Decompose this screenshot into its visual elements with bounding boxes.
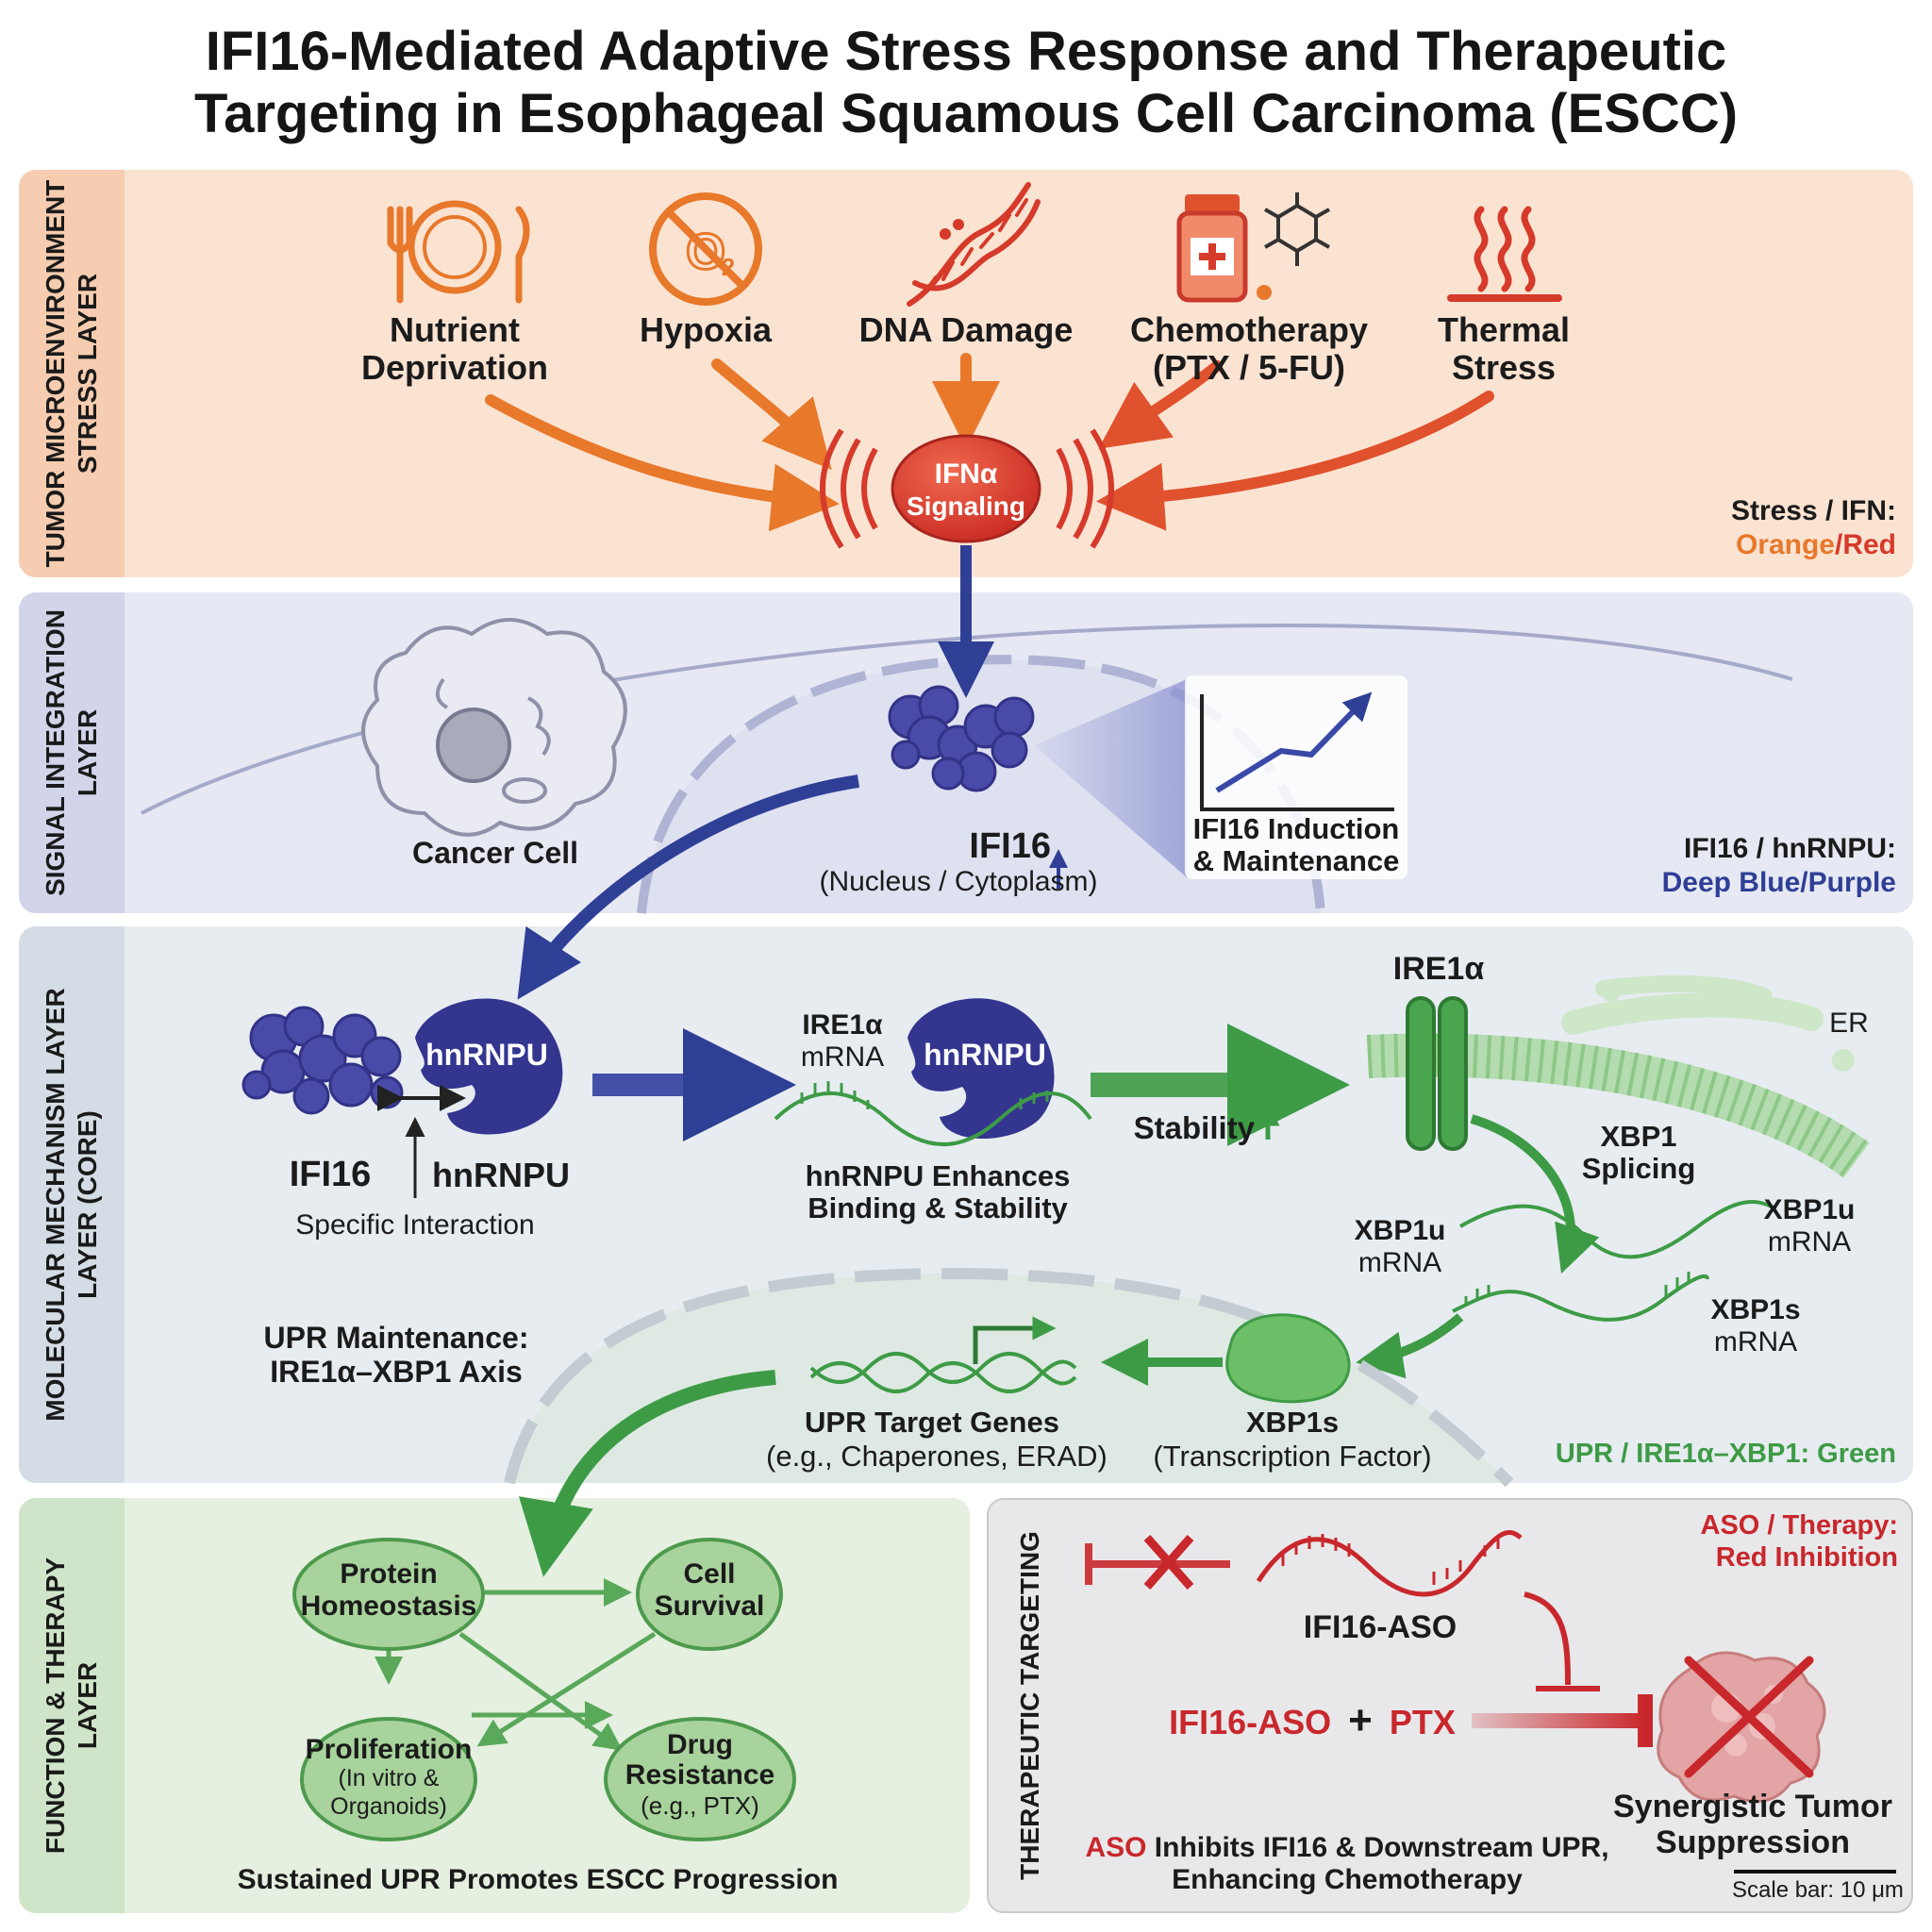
ire1a-receptor-label: IRE1α	[1392, 951, 1485, 987]
hnrnpu-bubble2-label: hnRNPU	[924, 1038, 1046, 1072]
fork-plate-knife-icon	[387, 200, 530, 304]
xbp1u-left-label: XBP1u mRNA	[1354, 1215, 1446, 1278]
stability-label: Stability	[1133, 1110, 1255, 1145]
upr-maintenance-label: UPR Maintenance: IRE1α–XBP1 Axis	[263, 1321, 529, 1389]
xbp1u-mrna-strand	[1459, 1200, 1774, 1259]
page-title: IFI16-Mediated Adaptive Stress Response …	[0, 21, 1932, 145]
xbp1s-tf-label: XBP1s (Transcription Factor)	[1153, 1406, 1432, 1473]
genes-to-function-arrow	[518, 1370, 776, 1577]
synergistic-label: Synergistic Tumor Suppression	[1613, 1789, 1892, 1860]
hypoxia-label: Hypoxia	[639, 310, 773, 349]
upr-target-gene-icon	[809, 1316, 1077, 1393]
mechanism-layer-side: MOLECULAR MECHANISM LAYER LAYER (CORE)	[19, 926, 125, 1483]
ifi16-to-complex-arrow	[517, 774, 860, 1000]
er-label: ER	[1829, 1008, 1869, 1039]
therapy-note: ASO Inhibits IFI16 & Downstream UPR, Enh…	[1085, 1832, 1609, 1895]
protein-homeostasis-label: Protein Homeostasis	[300, 1558, 477, 1622]
thermal-label: Thermal Stress	[1437, 310, 1571, 387]
nutrient-to-ifn-arrow	[485, 394, 840, 532]
induction-inset-label: IFI16 Induction & Maintenance	[1192, 812, 1400, 877]
cancer-cell-icon	[361, 618, 627, 837]
stress-legend: Stress / IFN: Orange/Red	[1730, 495, 1896, 560]
dna-damage-label: DNA Damage	[858, 310, 1074, 349]
ifi16-protein-icon-2	[242, 1006, 404, 1115]
upr-legend: UPR / IRE1α–XBP1: Green	[1555, 1439, 1896, 1469]
ire1a-mrna-label: IRE1α mRNA	[800, 1009, 885, 1073]
function-layer-panel: FUNCTION & THERAPY LAYER	[19, 1498, 970, 1913]
hnrnpu-bubble-label: hnRNPU	[425, 1038, 548, 1072]
inset-beam	[1034, 679, 1187, 877]
ifi16-location-label: (Nucleus / Cytoplasm)	[819, 866, 1098, 897]
xbp1s-mrna-label: XBP1s mRNA	[1710, 1294, 1801, 1357]
upr-target-genes-label: UPR Target Genes (e.g., Chaperones, ERAD…	[766, 1406, 1108, 1473]
mrna-to-xbp1s-arrow	[1356, 1313, 1464, 1379]
stress-arrows	[485, 353, 1494, 532]
induction-inset	[1185, 675, 1407, 879]
ifi16-mechanism-label: IFI16	[289, 1155, 372, 1194]
xbp1-splicing-label: XBP1 Splicing	[1581, 1120, 1696, 1185]
suppression-x-icon	[1684, 1656, 1814, 1778]
cancer-cell-label: Cancer Cell	[411, 836, 579, 870]
hnrnpu-mechanism-label: hnRNPU	[432, 1156, 570, 1194]
svg-text:O: O	[686, 224, 725, 280]
combo-label: IFI16-ASO + PTX	[1169, 1697, 1456, 1743]
ifi16-aso-label: IFI16-ASO	[1303, 1609, 1457, 1645]
hypoxia-to-ifn-arrow	[711, 358, 832, 471]
title-line1: IFI16-Mediated Adaptive Stress Response …	[205, 21, 1727, 82]
ire1a-receptor-icon	[1406, 996, 1468, 1151]
splicing-arrow	[1470, 1114, 1600, 1274]
xbp1u-right-label: XBP1u mRNA	[1763, 1194, 1856, 1257]
ire1a-mrna-strand	[774, 1081, 1092, 1146]
title-line2: Targeting in Esophageal Squamous Cell Ca…	[193, 83, 1739, 144]
ifi16-protein-icon	[888, 685, 1035, 792]
aso-to-combo-inhibition	[1524, 1591, 1600, 1691]
thermal-to-ifn-arrow	[1096, 391, 1494, 531]
proliferation-label: Proliferation (In vitro & Organoids)	[305, 1734, 473, 1821]
xbp1s-tf-blob	[1225, 1313, 1351, 1404]
integration-layer-side: SIGNAL INTEGRATION LAYER	[19, 592, 125, 913]
heat-waves-icon	[1447, 206, 1562, 302]
chemo-to-ifn-arrow	[1098, 360, 1223, 449]
ifn-hub	[891, 434, 1041, 543]
stress-layer-side: TUMOR MICROENVIRONMENT STRESS LAYER	[19, 170, 125, 577]
drug-bottle-icon	[1176, 192, 1330, 303]
xbp1s-mrna-strand	[1452, 1272, 1709, 1322]
ifn-hub-label: IFNα Signaling	[907, 458, 1025, 521]
proliferation-node	[300, 1717, 477, 1841]
nutrient-label: Nutrient Deprivation	[360, 310, 549, 387]
svg-text:2: 2	[722, 253, 735, 281]
function-layer-side: FUNCTION & THERAPY LAYER	[19, 1498, 125, 1913]
hnrnpu-blob-1	[415, 998, 563, 1135]
ifi16-label: IFI16	[969, 826, 1051, 866]
dna-icon	[907, 182, 1041, 307]
enhances-label: hnRNPU Enhances Binding & Stability	[805, 1159, 1071, 1224]
therapy-legend: ASO / Therapy: Red Inhibition	[1700, 1510, 1899, 1573]
no-oxygen-icon: O 2	[649, 192, 762, 306]
cell-membrane-arc	[141, 624, 1793, 815]
specific-interaction-label: Specific Interaction	[295, 1209, 535, 1241]
integration-legend: IFI16 / hnRNPU: Deep Blue/Purple	[1661, 833, 1896, 898]
ifi16-aso-strand	[1256, 1529, 1523, 1597]
therapy-side: THERAPEUTIC TARGETING	[989, 1500, 1055, 1911]
cell-survival-node	[636, 1538, 783, 1651]
ifn-signal-waves	[820, 428, 1114, 549]
aso-inhibition-icon	[1085, 1535, 1230, 1590]
protein-homeostasis-node	[292, 1538, 485, 1651]
drug-resistance-label: Drug Resistance (e.g., PTX)	[625, 1729, 775, 1821]
function-caption: Sustained UPR Promotes ESCC Progression	[237, 1864, 839, 1895]
scale-bar-label: Scale bar: 10 μm	[1732, 1877, 1904, 1903]
combo-inhibition-arrow	[1472, 1694, 1653, 1747]
cell-survival-label: Cell Survival	[654, 1558, 765, 1622]
drug-resistance-node	[604, 1717, 796, 1841]
chemotherapy-label: Chemotherapy (PTX / 5-FU)	[1129, 310, 1369, 387]
